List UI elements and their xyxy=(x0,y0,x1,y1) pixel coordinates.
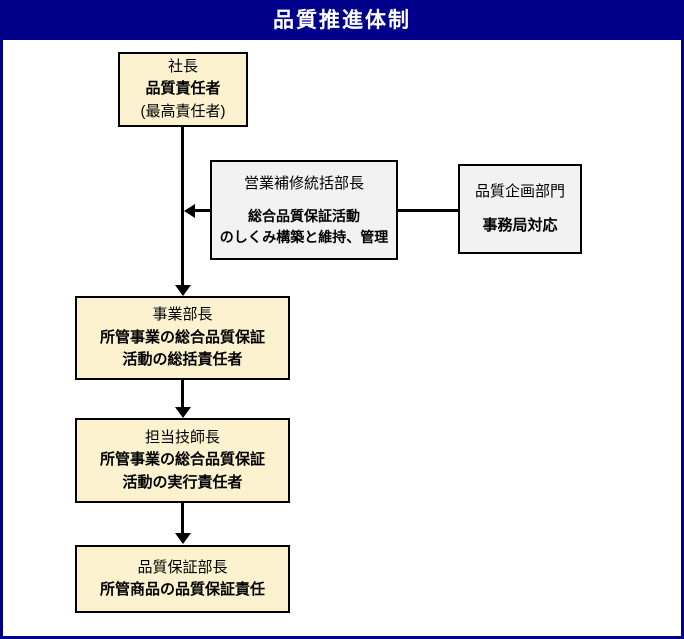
org-box-sales-repair-manager: 営業補修統括部長 総合品質保証活動 のしくみ構築と維持、管理 xyxy=(210,160,398,260)
duty-label: 所管商品の品質保証責任 xyxy=(99,581,265,598)
arrowhead-down-icon xyxy=(175,533,191,544)
connector-engineer-to-qa xyxy=(181,503,184,533)
role-label: 社長 xyxy=(167,57,198,75)
arrowhead-down-icon xyxy=(175,285,191,296)
role-label: 品質企画部門 xyxy=(474,183,565,200)
org-box-chief-engineer: 担当技師長 所管事業の総合品質保証 活動の実行責任者 xyxy=(75,418,290,503)
duty-label: 事務局対応 xyxy=(482,216,558,234)
duty-label: 活動の実行責任者 xyxy=(122,473,243,491)
arrowhead-down-icon xyxy=(175,407,191,418)
role-label: 担当技師長 xyxy=(144,428,220,446)
role-label: 品質保証部長 xyxy=(137,558,228,576)
diagram-title: 品質推進体制 xyxy=(273,8,411,32)
org-box-qa-manager: 品質保証部長 所管商品の品質保証責任 xyxy=(75,545,290,613)
org-box-president: 社長 品質責任者 (最高責任者) xyxy=(118,52,248,127)
duty-label: のしくみ構築と維持、管理 xyxy=(219,228,389,245)
arrowhead-left-icon xyxy=(184,204,195,218)
note-label: (最高責任者) xyxy=(140,102,226,120)
org-box-division-manager: 事業部長 所管事業の総合品質保証 活動の総括責任者 xyxy=(75,296,290,380)
role-label: 事業部長 xyxy=(152,306,213,324)
diagram-frame xyxy=(0,37,684,639)
connector-president-to-division xyxy=(181,127,184,285)
duty-label: 所管事業の総合品質保証 xyxy=(99,328,265,346)
diagram-title-bar: 品質推進体制 xyxy=(0,0,684,37)
duty-label: 総合品質保証活動 xyxy=(248,208,360,225)
duty-label: 活動の総括責任者 xyxy=(122,351,243,369)
connector-division-to-engineer xyxy=(181,380,184,407)
responsibility-label: 品質責任者 xyxy=(145,80,221,98)
role-label: 営業補修統括部長 xyxy=(243,174,364,192)
duty-label: 所管事業の総合品質保証 xyxy=(99,451,265,469)
connector-sales-to-mainline xyxy=(195,209,210,212)
org-box-quality-planning: 品質企画部門 事務局対応 xyxy=(458,164,582,254)
connector-planning-to-sales xyxy=(398,209,458,212)
